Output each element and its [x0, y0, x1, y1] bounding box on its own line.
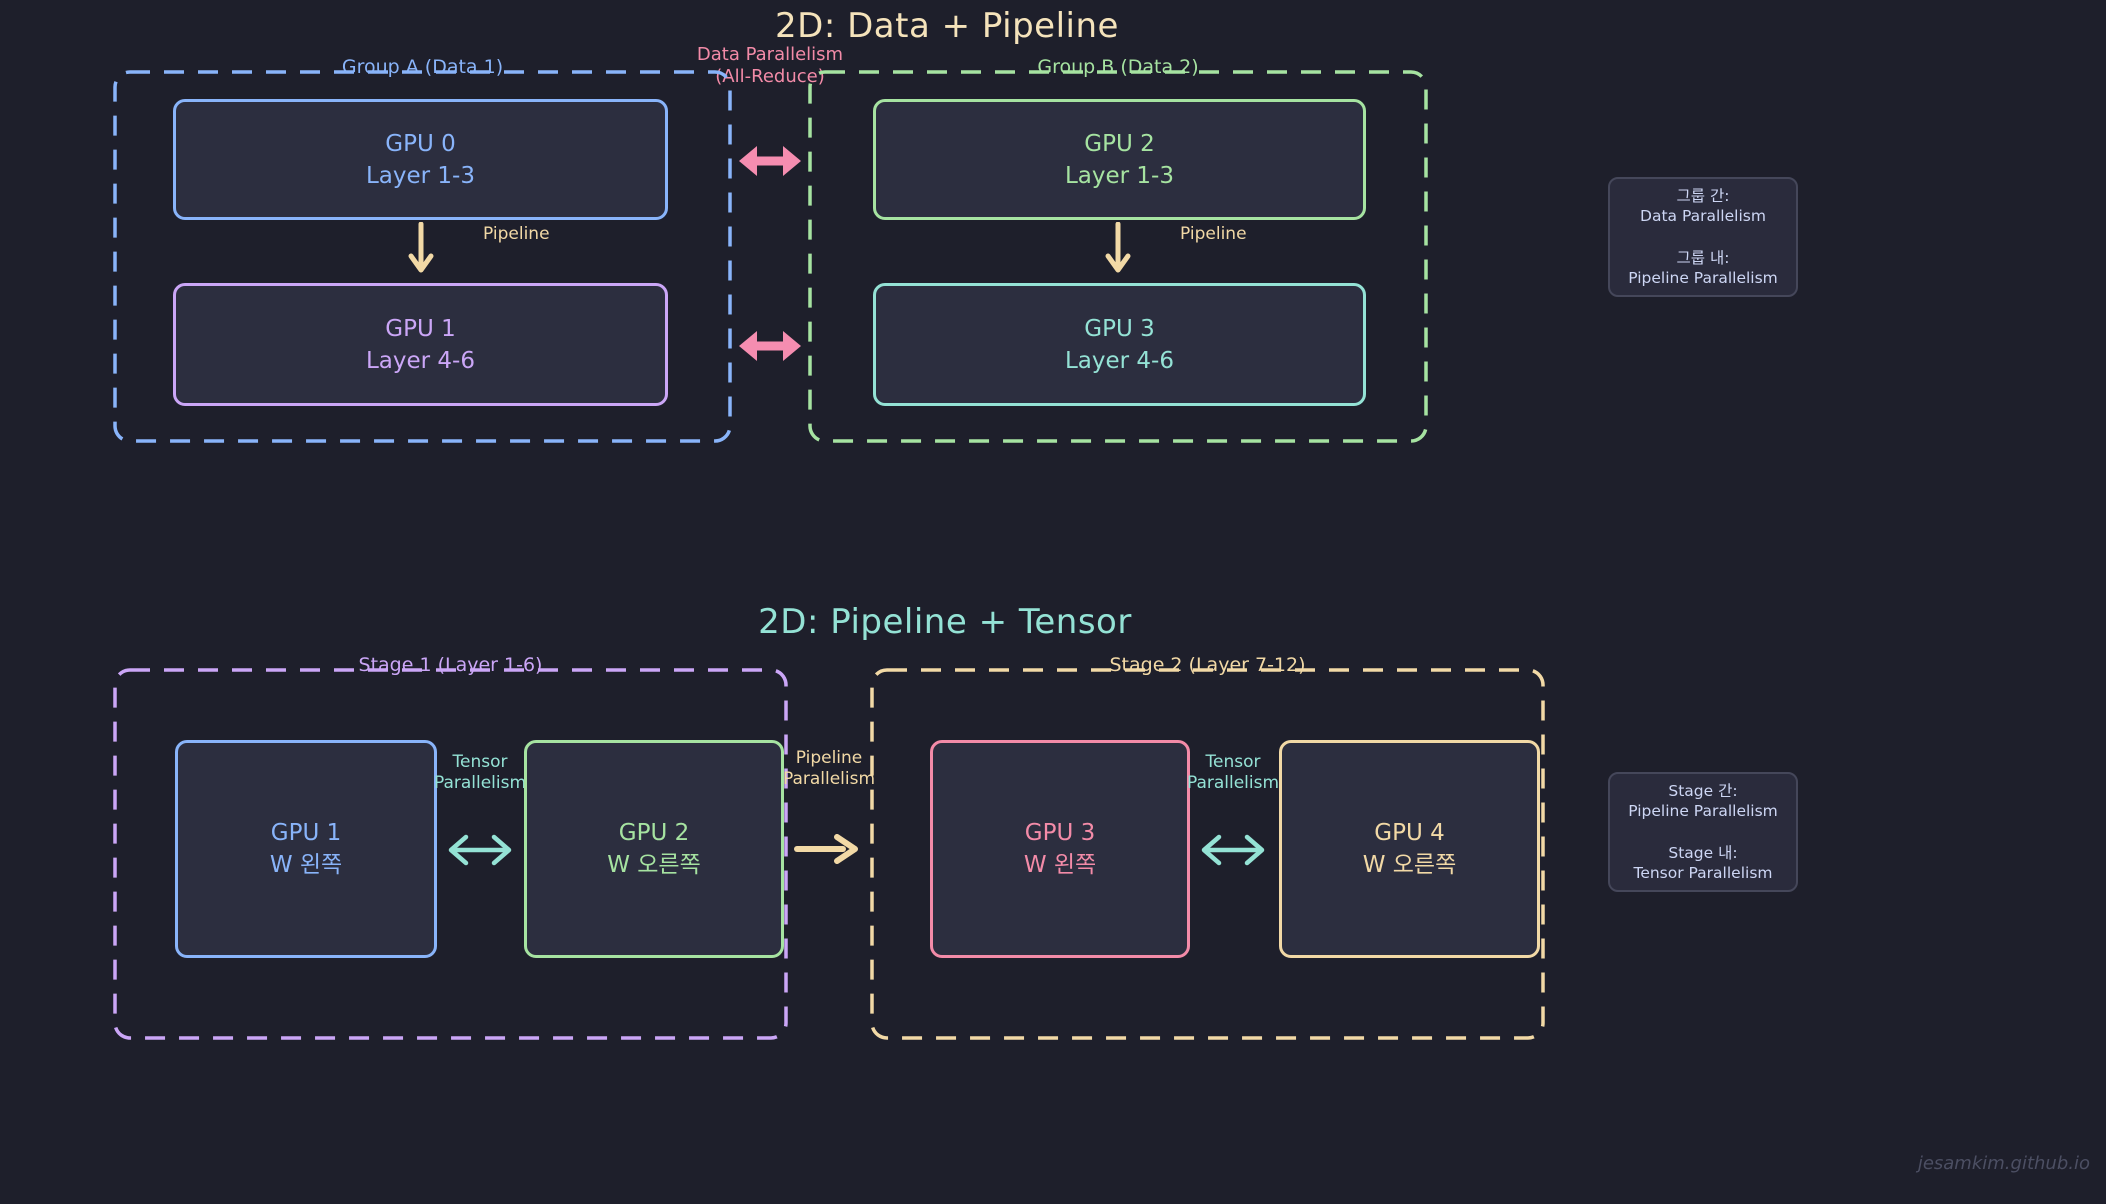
note2-line3: Stage 내:: [1668, 844, 1738, 862]
gpu3-tensor-name: GPU 3: [1024, 820, 1096, 846]
pipeline-link-line2: Parallelism: [782, 769, 876, 789]
gpu2-tensor-name: GPU 2: [618, 820, 690, 846]
gpu2-tensor-box: GPU 2 W 오른쪽: [524, 740, 784, 958]
note2-line4: Tensor Parallelism: [1633, 864, 1773, 882]
stage-2-tensor-parallelism-label: Tensor Parallelism: [1178, 752, 1288, 794]
title-pipeline-tensor: 2D: Pipeline + Tensor: [758, 602, 1132, 642]
group-a-label: Group A (Data 1): [341, 56, 504, 78]
stage-2-tensor-label-line1: Tensor: [1205, 752, 1261, 772]
group-a-pipeline-arrow-icon: [408, 222, 434, 273]
watermark: jesamkim.github.io: [1917, 1153, 2090, 1174]
data-parallelism-link-line2: (All-Reduce): [715, 66, 825, 87]
group-a-dashed-border: [113, 70, 732, 443]
gpu0-box: GPU 0 Layer 1-3: [173, 99, 668, 220]
note1-line2: Data Parallelism: [1640, 207, 1766, 225]
stage-1-label: Stage 1 (Layer 1-6): [358, 654, 543, 676]
gpu3-layers: Layer 4-6: [1064, 347, 1174, 374]
group-a-container: Group A (Data 1) GPU 0 Layer 1-3 Pipelin…: [113, 56, 732, 443]
group-b-dashed-border: [808, 70, 1428, 443]
data-parallelism-link-label: Data Parallelism (All-Reduce): [660, 44, 880, 88]
gpu1-name: GPU 1: [385, 315, 456, 342]
pipeline-link-line1: Pipeline: [795, 748, 863, 768]
gpu4-tensor-name: GPU 4: [1374, 820, 1445, 846]
gpu1-tensor-box: GPU 1 W 왼쪽: [175, 740, 437, 958]
stage-2-container: Stage 2 (Layer 7-12) GPU 3 W 왼쪽 Tensor P…: [870, 654, 1545, 1040]
gpu4-tensor-box: GPU 4 W 오른쪽: [1279, 740, 1540, 958]
gpu2-name: GPU 2: [1084, 130, 1155, 157]
note-pipeline-tensor: Stage 간: Pipeline Parallelism Stage 내: T…: [1608, 772, 1798, 892]
gpu2-box: GPU 2 Layer 1-3: [873, 99, 1366, 220]
stage-2-label: Stage 2 (Layer 7-12): [1109, 654, 1306, 676]
group-b-pipeline-arrow-icon: [1105, 222, 1131, 273]
gpu3-name: GPU 3: [1084, 315, 1155, 342]
note2-line1: Stage 간:: [1668, 782, 1738, 800]
group-b-label: Group B (Data 2): [1037, 56, 1199, 78]
pipeline-link-label: Pipeline Parallelism: [769, 748, 889, 790]
stage-1-tensor-label-line1: Tensor: [452, 752, 508, 772]
title-data-pipeline: 2D: Data + Pipeline: [775, 6, 1119, 46]
stage-2-tensor-arrow-icon: [1201, 834, 1265, 866]
pipeline-link-arrow-icon: [794, 834, 858, 864]
stage-1-tensor-label-line2: Parallelism: [433, 773, 527, 793]
group-b-container: Group B (Data 2) GPU 2 Layer 1-3 Pipelin…: [808, 56, 1428, 443]
note2-line2: Pipeline Parallelism: [1628, 802, 1778, 820]
gpu3-box: GPU 3 Layer 4-6: [873, 283, 1366, 406]
note1-line1: 그룹 간:: [1676, 187, 1730, 205]
stage-1-container: Stage 1 (Layer 1-6) GPU 1 W 왼쪽 Tensor Pa…: [113, 654, 788, 1040]
stage-1-dashed-border: [113, 668, 788, 1040]
allreduce-arrow-top-icon: [739, 146, 801, 176]
stage-2-tensor-label-line2: Parallelism: [1186, 773, 1280, 793]
gpu0-name: GPU 0: [385, 130, 456, 157]
group-b-pipeline-label: Pipeline: [1180, 224, 1247, 244]
gpu2-tensor-weight: W 오른쪽: [607, 852, 701, 878]
gpu1-tensor-name: GPU 1: [270, 820, 342, 846]
gpu3-tensor-weight: W 왼쪽: [1023, 852, 1097, 878]
gpu1-layers: Layer 4-6: [365, 347, 475, 374]
gpu0-layers: Layer 1-3: [365, 162, 475, 189]
gpu4-tensor-weight: W 오른쪽: [1362, 852, 1457, 878]
stage-2-dashed-border: [870, 668, 1545, 1040]
gpu3-tensor-box: GPU 3 W 왼쪽: [930, 740, 1190, 958]
note1-line4: Pipeline Parallelism: [1628, 269, 1778, 287]
group-a-pipeline-label: Pipeline: [483, 224, 550, 244]
stage-1-tensor-arrow-icon: [448, 834, 512, 866]
gpu2-layers: Layer 1-3: [1064, 162, 1174, 189]
gpu1-tensor-weight: W 왼쪽: [269, 852, 343, 878]
note1-line3: 그룹 내:: [1676, 249, 1730, 267]
note-data-pipeline: 그룹 간: Data Parallelism 그룹 내: Pipeline Pa…: [1608, 177, 1798, 297]
stage-1-tensor-parallelism-label: Tensor Parallelism: [425, 752, 535, 794]
gpu1-box: GPU 1 Layer 4-6: [173, 283, 668, 406]
allreduce-arrow-bottom-icon: [739, 331, 801, 361]
data-parallelism-link-line1: Data Parallelism: [696, 44, 844, 65]
